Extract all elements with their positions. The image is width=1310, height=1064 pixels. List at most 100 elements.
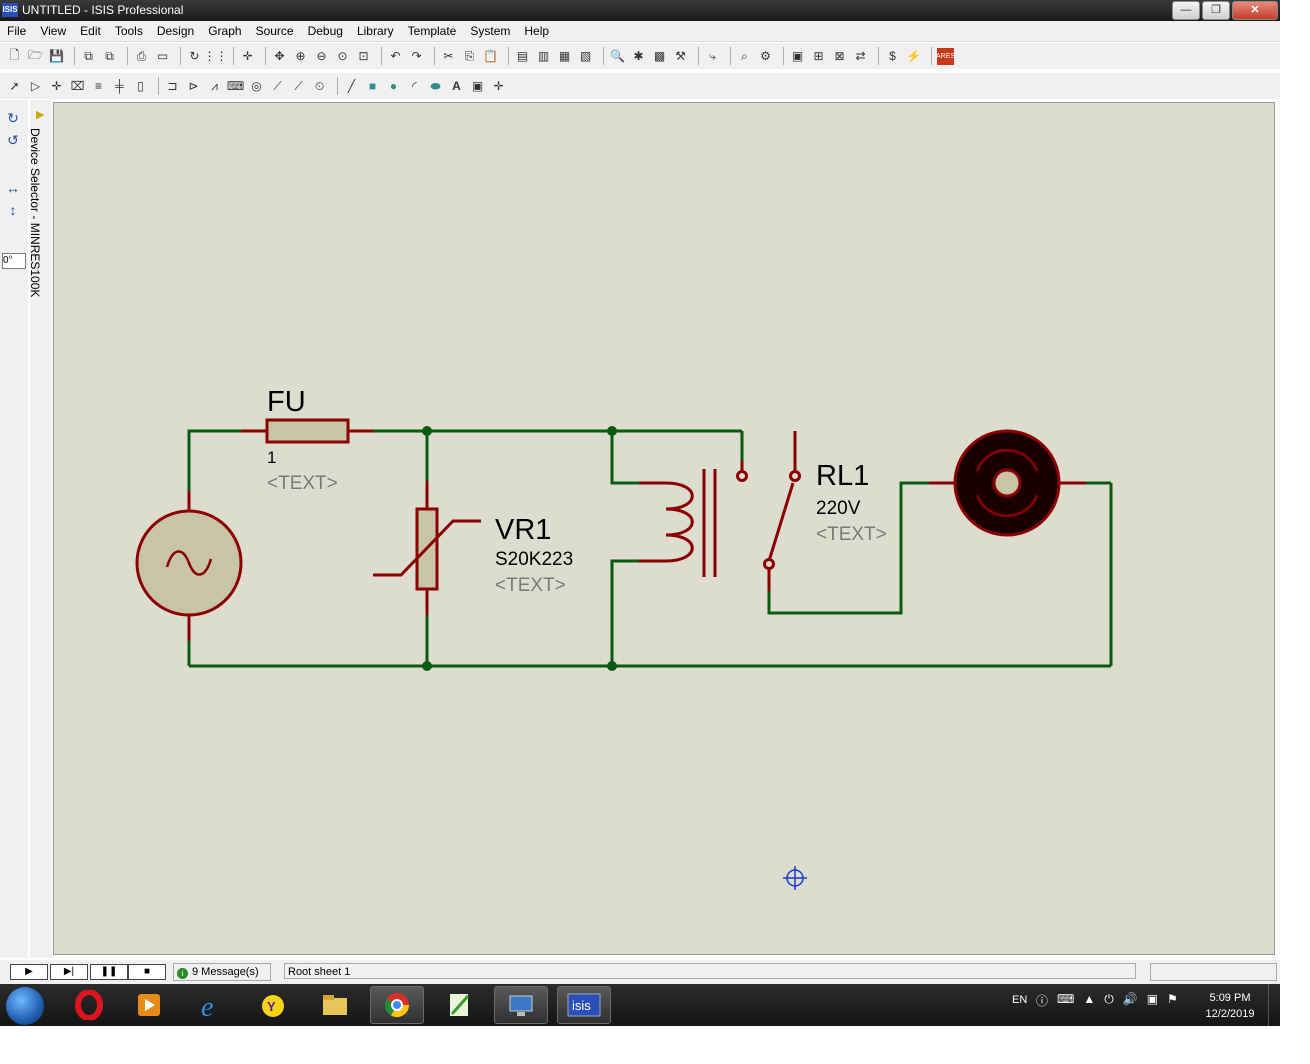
network-icon[interactable]: ▣	[1146, 992, 1159, 1006]
menu-library[interactable]: Library	[356, 24, 394, 38]
goto-sheet-icon[interactable]: ⇄	[855, 49, 866, 63]
rotate-clockwise-icon[interactable]: ↻	[7, 110, 19, 126]
open-folder-icon[interactable]: 🗁	[28, 47, 43, 62]
voltage-probe-icon[interactable]: ⟋	[273, 78, 282, 93]
path-icon[interactable]: ⬬	[430, 78, 441, 93]
print-area-icon[interactable]: ▭	[156, 49, 169, 63]
junction-dot-icon[interactable]: ✛	[51, 79, 62, 93]
cut-icon[interactable]: ✂	[443, 49, 454, 63]
save-icon[interactable]: 💾	[49, 49, 64, 63]
block-rotate-icon[interactable]: ▦	[558, 49, 571, 63]
rotate-anticlockwise-icon[interactable]: ↺	[7, 132, 19, 148]
expand-arrow-icon[interactable]: ▶	[36, 109, 45, 121]
menu-tools[interactable]: Tools	[114, 24, 143, 38]
opera-icon[interactable]	[62, 986, 116, 1024]
pan-icon[interactable]: ✥	[274, 49, 285, 63]
grid-icon[interactable]: ⋮⋮	[203, 49, 228, 63]
menu-help[interactable]: Help	[524, 24, 550, 38]
menu-file[interactable]: File	[7, 24, 27, 38]
zoom-all-icon[interactable]: ⊙	[337, 49, 348, 63]
export-icon[interactable]: ⧉	[105, 48, 114, 63]
play-button[interactable]: ▶	[10, 964, 48, 980]
menu-system[interactable]: System	[470, 24, 511, 38]
import-icon[interactable]: ⧉	[84, 48, 93, 63]
zoom-in-icon[interactable]: ⊕	[295, 49, 306, 63]
rotation-angle-field[interactable]: 0°	[2, 253, 26, 269]
step-button[interactable]: ▶|	[50, 964, 88, 980]
pick-device-icon[interactable]: 🔍	[610, 49, 625, 63]
new-file-icon[interactable]: 🗋	[9, 47, 20, 62]
decompose-icon[interactable]: ⚒	[675, 49, 686, 63]
paste-icon[interactable]: 📋	[483, 49, 498, 63]
virtual-instruments-icon[interactable]: ⏲	[314, 78, 325, 93]
pause-button[interactable]: ❚❚	[90, 964, 128, 980]
text-icon[interactable]: A	[452, 79, 461, 93]
print-icon[interactable]: ⎙	[136, 48, 147, 63]
current-probe-icon[interactable]: ⟋	[294, 78, 303, 93]
generator-icon[interactable]: ◎	[251, 79, 262, 93]
new-sheet-icon[interactable]: ▣	[791, 49, 804, 63]
menu-debug[interactable]: Debug	[307, 24, 343, 38]
show-desktop-button[interactable]	[1268, 984, 1281, 1026]
search-tag-icon[interactable]: ⌕	[741, 48, 748, 63]
block-delete-icon[interactable]: ▧	[579, 49, 592, 63]
bill-of-materials-icon[interactable]: $	[889, 49, 896, 63]
menu-view[interactable]: View	[40, 24, 67, 38]
line-icon[interactable]: ╱	[347, 79, 356, 93]
menu-graph[interactable]: Graph	[208, 24, 242, 38]
component-mode-icon[interactable]: ▷	[30, 79, 41, 93]
box-icon[interactable]: ■	[368, 79, 377, 93]
stop-button[interactable]: ■	[128, 964, 166, 980]
file-explorer-icon[interactable]	[308, 986, 362, 1024]
menu-template[interactable]: Template	[407, 24, 457, 38]
circle-icon[interactable]: ●	[389, 79, 398, 93]
maximize-button[interactable]: ❐	[1202, 1, 1230, 20]
internet-explorer-icon[interactable]: e	[184, 986, 238, 1024]
system-clock[interactable]: 5:09 PM 12/2/2019	[1196, 990, 1264, 1022]
minimize-button[interactable]: —	[1172, 1, 1200, 20]
symbol-icon[interactable]: ▣	[471, 79, 484, 93]
origin-icon[interactable]: ✛	[242, 49, 253, 63]
marker-icon[interactable]: ✛	[493, 79, 504, 93]
block-copy-icon[interactable]: ▤	[516, 49, 529, 63]
copy-icon[interactable]: ⎘	[464, 48, 475, 63]
keyboard-icon[interactable]: ⌨	[1057, 992, 1075, 1006]
device-pins-icon[interactable]: ⊳	[188, 79, 199, 93]
remove-sheet-icon[interactable]: ⊠	[834, 49, 845, 63]
redo-icon[interactable]: ↷	[411, 49, 422, 63]
zoom-out-icon[interactable]: ⊖	[316, 49, 327, 63]
menu-edit[interactable]: Edit	[80, 24, 101, 38]
menu-source[interactable]: Source	[255, 24, 294, 38]
graph-mode-icon[interactable]: ⩘	[211, 78, 218, 93]
selection-mode-icon[interactable]: ➚	[9, 79, 20, 93]
package-tool-icon[interactable]: ▩	[653, 49, 666, 63]
electrical-check-icon[interactable]: ⚡	[906, 49, 921, 63]
action-center-icon[interactable]: ⚑	[1167, 992, 1178, 1006]
remote-desktop-icon[interactable]	[494, 986, 548, 1024]
zoom-area-icon[interactable]: ⊡	[358, 49, 369, 63]
property-tool-icon[interactable]: ⚙	[760, 49, 771, 63]
wire-label-icon[interactable]: ⌧	[70, 79, 85, 93]
arc-icon[interactable]: ◜	[412, 79, 417, 93]
text-script-icon[interactable]: ≡	[94, 79, 102, 93]
refresh-icon[interactable]: ↻	[189, 49, 200, 63]
ares-icon[interactable]: ARES	[936, 47, 955, 65]
menu-design[interactable]: Design	[156, 24, 195, 38]
undo-icon[interactable]: ↶	[390, 49, 401, 63]
notepad-icon[interactable]	[432, 986, 486, 1024]
show-hidden-icons-icon[interactable]: ▲	[1083, 992, 1096, 1006]
subcircuit-icon[interactable]: ▯	[137, 79, 144, 93]
buses-icon[interactable]: ╪	[115, 79, 124, 93]
volume-icon[interactable]: 🔊	[1122, 992, 1138, 1006]
mirror-vertical-icon[interactable]: ↕	[9, 202, 17, 218]
terminals-icon[interactable]: ⊐	[167, 79, 178, 93]
chrome-icon[interactable]	[370, 986, 424, 1024]
power-icon[interactable]: ⏻	[1104, 992, 1114, 1006]
language-indicator[interactable]: EN	[1012, 994, 1028, 1006]
wire-autorouter-icon[interactable]: ⤷	[709, 48, 716, 63]
start-button[interactable]	[6, 987, 44, 1025]
schematic-canvas[interactable]: FU 1 <TEXT> VR1 S20K223 <TEXT>	[53, 102, 1275, 955]
close-button[interactable]: ✕	[1232, 1, 1278, 20]
isis-taskbar-icon[interactable]: isis	[557, 986, 611, 1024]
